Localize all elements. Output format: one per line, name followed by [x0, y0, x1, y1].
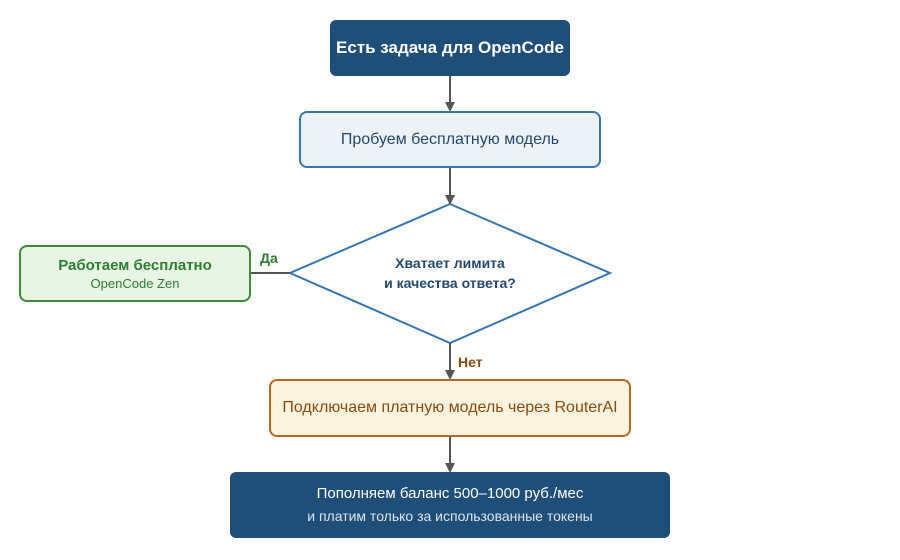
start-node-label: Есть задача для OpenCode: [335, 38, 565, 57]
paid-model-label: Подключаем платную модель через RouterAI: [282, 399, 618, 416]
topup-line-2: и платим только за использованные токены: [307, 508, 593, 524]
free-work-node: Работаем бесплатно OpenCode Zen: [19, 245, 251, 302]
paid-model-node: Подключаем платную модель через RouterAI: [269, 379, 631, 437]
edge-label-yes: Да: [260, 250, 278, 266]
decision-line-1: Хватает лимита: [395, 255, 505, 271]
decision-line-2: и качества ответа?: [384, 275, 516, 291]
free-work-subtitle: OpenCode Zen: [90, 275, 180, 291]
topup-line-1: Пополняем баланс 500–1000 руб./мес: [316, 485, 584, 502]
try-free-model-node: Пробуем бесплатную модель: [299, 111, 601, 168]
decision-node-text: Хватает лимита и качества ответа?: [330, 248, 570, 298]
start-node: Есть задача для OpenCode: [330, 20, 570, 76]
try-free-model-label: Пробуем бесплатную модель: [340, 130, 560, 148]
edge-label-no: Нет: [458, 354, 483, 370]
topup-balance-node: Пополняем баланс 500–1000 руб./мес и пла…: [230, 472, 670, 538]
free-work-title: Работаем бесплатно: [58, 256, 212, 274]
